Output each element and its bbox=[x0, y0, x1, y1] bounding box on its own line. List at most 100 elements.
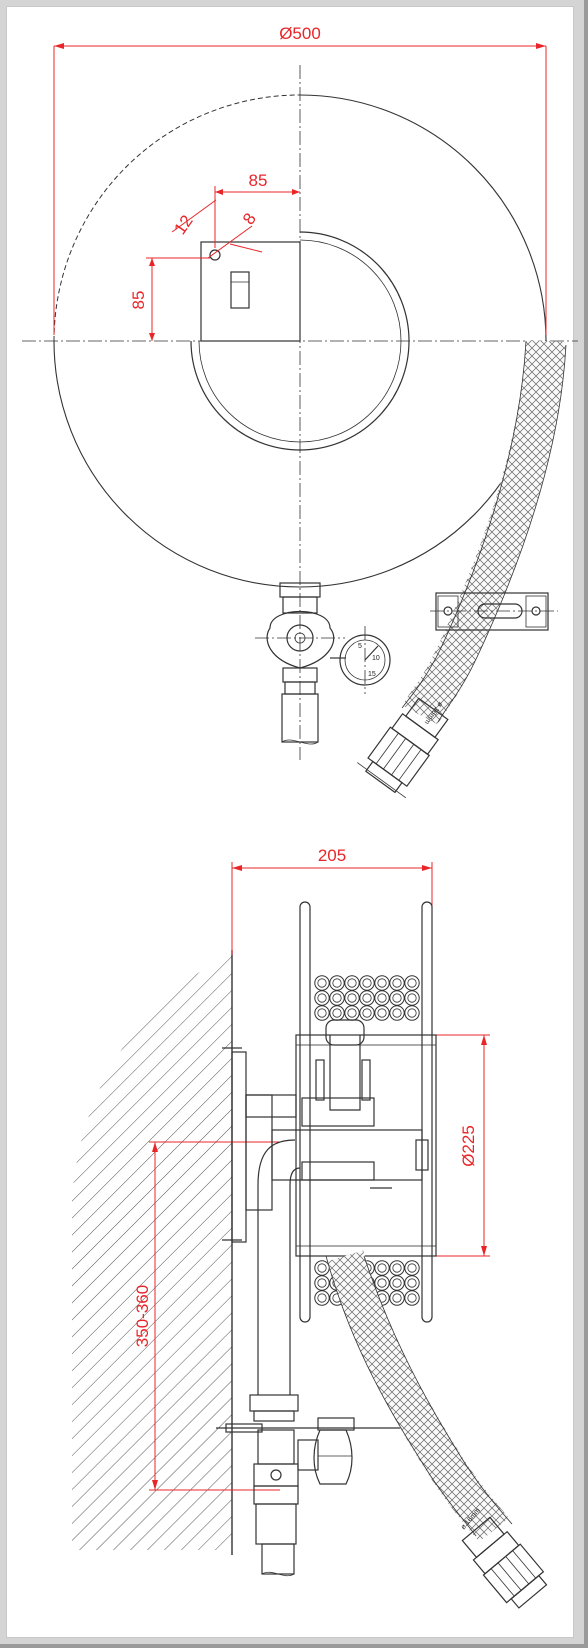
inlet-ball-valve bbox=[216, 1394, 418, 1577]
hub-circle-outer bbox=[190, 231, 410, 451]
hose-coil-section bbox=[389, 1005, 405, 1021]
top-view: Ø500 85 85 12 8 bbox=[22, 24, 578, 799]
hose-coil-section bbox=[329, 1005, 345, 1021]
bracket-hole bbox=[209, 249, 221, 261]
hose-coil-section bbox=[314, 1275, 330, 1291]
hose-coil-bore bbox=[392, 1008, 402, 1018]
hose-coil-section bbox=[374, 1260, 390, 1276]
hose-coil-bore bbox=[407, 1278, 417, 1288]
hose-coil-section bbox=[404, 1005, 420, 1021]
hose-coil-bore bbox=[377, 1263, 387, 1273]
swivel-housing bbox=[245, 1094, 273, 1211]
reel-flange-right bbox=[421, 901, 433, 1323]
hose-coil-bore bbox=[392, 978, 402, 988]
swivel-axle bbox=[271, 1129, 423, 1181]
wall-hatching bbox=[72, 955, 232, 1550]
hose-coil-section bbox=[314, 1005, 330, 1021]
diameter-500-label: Ø500 bbox=[279, 24, 321, 43]
gauge-tick-10: 10 bbox=[372, 655, 380, 662]
wall-plate bbox=[231, 1051, 247, 1243]
hose-coil-bore bbox=[362, 1008, 372, 1018]
hub-circle-inner bbox=[198, 239, 402, 443]
hose-coil-bore bbox=[317, 1278, 327, 1288]
hose-coil-bore bbox=[362, 993, 372, 1003]
hose-coil-section bbox=[329, 990, 345, 1006]
hose-coil-bore bbox=[377, 1008, 387, 1018]
outlet-riser bbox=[329, 1035, 361, 1111]
hose-coil-bore bbox=[317, 1293, 327, 1303]
hose-coil-section bbox=[404, 975, 420, 991]
mounting-bracket bbox=[200, 241, 301, 342]
hose-coil-section bbox=[389, 990, 405, 1006]
hose-coil-section bbox=[344, 990, 360, 1006]
bolt-spacing-12-label: 12 bbox=[170, 212, 196, 238]
reel-drum bbox=[295, 1034, 437, 1257]
hose-coil-section bbox=[329, 975, 345, 991]
inlet-pipe-stub bbox=[261, 1543, 295, 1575]
hose-coil-section bbox=[374, 1005, 390, 1021]
hose-coil-section bbox=[389, 1260, 405, 1276]
hose-coil-bore bbox=[377, 978, 387, 988]
reel-outline-dashed bbox=[53, 94, 301, 342]
hose-coil-section bbox=[374, 1275, 390, 1291]
hose-coil-section bbox=[344, 975, 360, 991]
hose-coil-section bbox=[314, 1290, 330, 1306]
hose-coil-bore bbox=[347, 978, 357, 988]
gauge-tick-5: 5 bbox=[358, 643, 362, 650]
hose-coil-section bbox=[359, 990, 375, 1006]
hose-coil-bore bbox=[392, 1278, 402, 1288]
hose-coil-section bbox=[404, 1275, 420, 1291]
hose-coil-bore bbox=[377, 1278, 387, 1288]
hose-coil-bore bbox=[392, 993, 402, 1003]
hose-coil-bore bbox=[317, 993, 327, 1003]
hose-coil-section bbox=[314, 990, 330, 1006]
hose-coil-bore bbox=[347, 1008, 357, 1018]
hose-coil-bore bbox=[377, 993, 387, 1003]
side-view: 205 Ø225 350-360 bbox=[72, 846, 548, 1609]
width-205-label: 205 bbox=[318, 846, 346, 865]
hose-coil-section bbox=[404, 1260, 420, 1276]
hose-nozzle-side bbox=[461, 1516, 548, 1609]
pressure-gauge: 5 10 15 bbox=[330, 626, 391, 694]
hose-coil-bore bbox=[407, 1293, 417, 1303]
reel-outline-upper-right bbox=[299, 94, 547, 342]
hose-coil-section bbox=[359, 975, 375, 991]
hose-coil-bore bbox=[392, 1293, 402, 1303]
hose-coil-bore bbox=[407, 978, 417, 988]
gauge-tick-15: 15 bbox=[368, 671, 376, 678]
hose-coil-bore bbox=[407, 993, 417, 1003]
hose-coil-bore bbox=[317, 1008, 327, 1018]
hole-8-label: 8 bbox=[239, 210, 260, 229]
hose-coil-bore bbox=[347, 993, 357, 1003]
hose-coil-section bbox=[374, 975, 390, 991]
hose-coil-bore bbox=[407, 1263, 417, 1273]
hose-coil-section bbox=[404, 990, 420, 1006]
hose-coil-section bbox=[314, 975, 330, 991]
hose-coil-section bbox=[389, 1290, 405, 1306]
reel-flange-left bbox=[299, 901, 311, 1323]
hose-coil-section bbox=[374, 990, 390, 1006]
hose-coil-section bbox=[389, 1275, 405, 1291]
offset-v-85-label: 85 bbox=[129, 291, 148, 310]
hose-coil-bore bbox=[332, 978, 342, 988]
hose-coil-section bbox=[314, 1260, 330, 1276]
hose-braided-side bbox=[326, 1250, 509, 1542]
hose-coil-bore bbox=[362, 978, 372, 988]
hose-coil-section bbox=[359, 1005, 375, 1021]
hose-nozzle bbox=[357, 697, 449, 799]
inlet-valve bbox=[255, 582, 345, 745]
drum-diameter-225-label: Ø225 bbox=[459, 1125, 478, 1167]
valve-handwheel bbox=[266, 611, 335, 669]
hose-coil-bore bbox=[407, 1008, 417, 1018]
hose-coil-bore bbox=[332, 993, 342, 1003]
hose-braided bbox=[402, 339, 566, 725]
hose-coil-section bbox=[344, 1005, 360, 1021]
offset-h-85-label: 85 bbox=[249, 171, 268, 190]
height-350-360-label: 350-360 bbox=[133, 1285, 152, 1347]
hose-coil-bore bbox=[317, 978, 327, 988]
hose-coil-bore bbox=[392, 1263, 402, 1273]
hose-coil-bore bbox=[317, 1263, 327, 1273]
valve-handle bbox=[313, 1429, 353, 1485]
hose-coils-upper bbox=[314, 975, 420, 1021]
